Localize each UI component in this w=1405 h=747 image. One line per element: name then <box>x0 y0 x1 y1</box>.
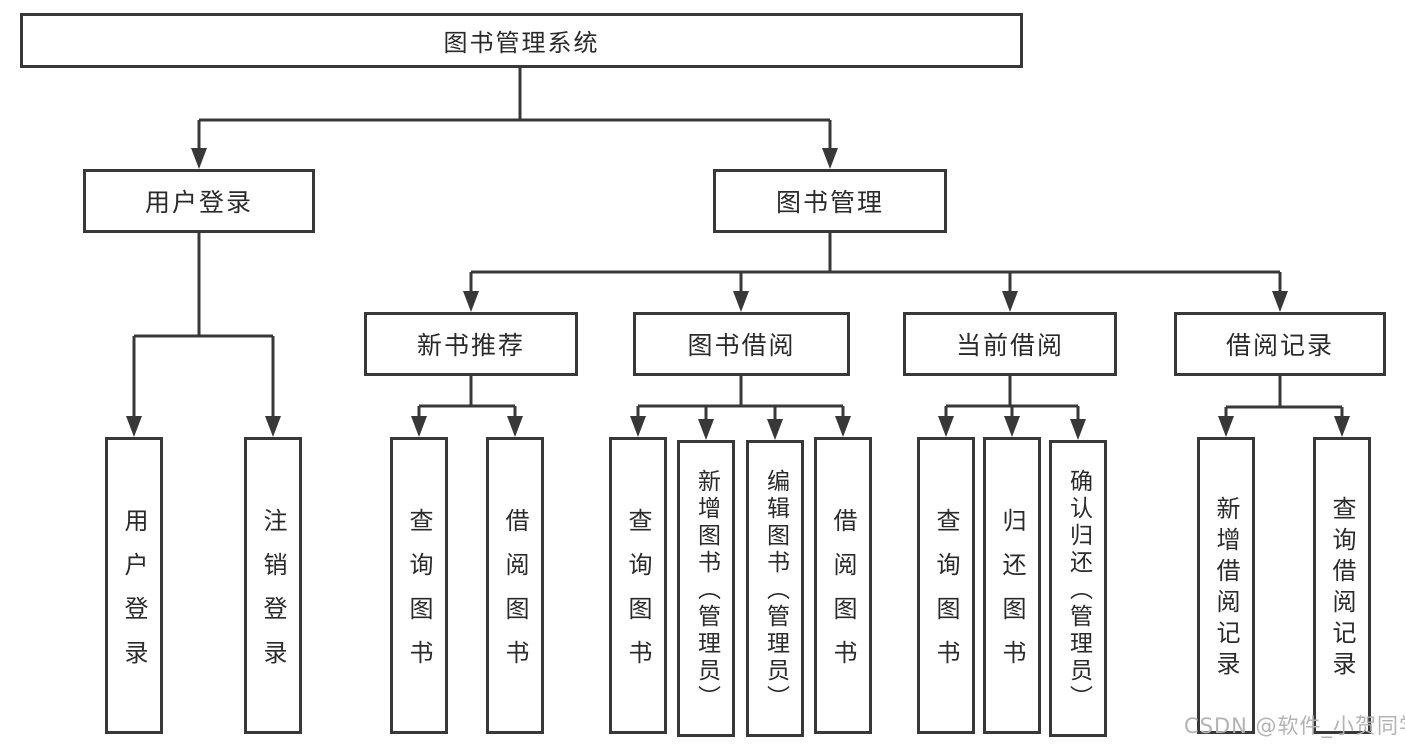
leaf-confirm-return-admin: 确认归还（管理员） <box>1049 440 1107 737</box>
csdn-watermark: CSDN @软件_小贺同学 <box>1184 714 1405 738</box>
leaf-borrow-books: 借阅图书 <box>814 437 872 734</box>
node-label: 查询借阅记录 <box>1328 496 1356 682</box>
leaf-query-books-recommend: 查询图书 <box>390 437 448 734</box>
node-label: 用户登录 <box>144 188 253 217</box>
node-label: 查询图书 <box>624 507 652 684</box>
leaf-add-borrow-record: 新增借阅记录 <box>1197 437 1255 734</box>
leaf-query-books-borrow: 查询图书 <box>609 437 667 734</box>
node-label: 归还图书 <box>998 507 1026 684</box>
node-label: 新增图书（管理员） <box>693 469 720 712</box>
node-label: 用户登录 <box>120 507 148 684</box>
node-label: 确认归还（管理员） <box>1065 469 1092 712</box>
node-label: 图书借阅 <box>687 331 796 360</box>
leaf-add-book-admin: 新增图书（管理员） <box>677 440 735 737</box>
node-label: 当前借阅 <box>955 331 1064 360</box>
node-label: 新增借阅记录 <box>1212 496 1240 682</box>
node-library-management-system: 图书管理系统 <box>20 13 1023 68</box>
node-label: 查询图书 <box>405 507 433 684</box>
node-label: 借阅记录 <box>1225 331 1334 360</box>
node-label: 借阅图书 <box>501 507 529 684</box>
arrowheads <box>126 148 1350 440</box>
node-new-book-recommendation: 新书推荐 <box>364 312 578 376</box>
leaf-query-borrow-record: 查询借阅记录 <box>1313 437 1371 734</box>
node-label: 编辑图书（管理员） <box>762 469 789 712</box>
node-label: 借阅图书 <box>829 507 857 684</box>
node-label: 新书推荐 <box>416 331 525 360</box>
node-user-login: 用户登录 <box>83 169 315 233</box>
node-book-borrowing: 图书借阅 <box>633 312 850 376</box>
node-label: 图书管理系统 <box>443 29 600 57</box>
leaf-query-books-current: 查询图书 <box>917 437 975 734</box>
leaf-return-book: 归还图书 <box>983 437 1041 734</box>
node-borrowing-records: 借阅记录 <box>1174 312 1386 376</box>
leaf-edit-book-admin: 编辑图书（管理员） <box>746 440 804 737</box>
leaf-user-login: 用户登录 <box>105 437 163 734</box>
connector-wire-path <box>132 68 1344 423</box>
leaf-logout: 注销登录 <box>244 437 302 734</box>
node-current-borrowing: 当前借阅 <box>903 312 1117 376</box>
leaf-borrow-books-recommend: 借阅图书 <box>486 437 544 734</box>
node-label: 查询图书 <box>932 507 960 684</box>
node-book-management: 图书管理 <box>713 169 947 233</box>
node-label: 注销登录 <box>259 507 287 684</box>
node-label: 图书管理 <box>775 188 884 217</box>
